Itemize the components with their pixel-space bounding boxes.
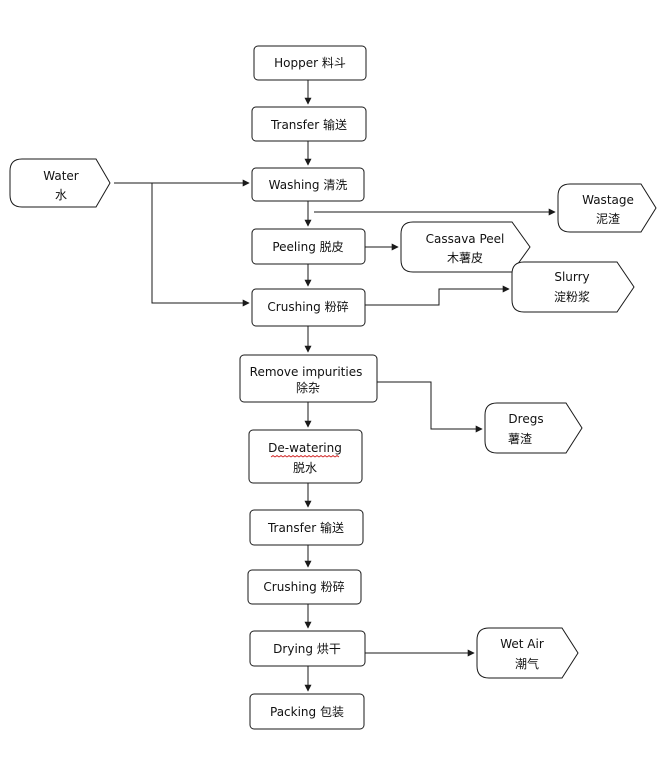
process-box-hopper: Hopper 料斗 [253, 45, 367, 81]
crushing-1-label: Crushing 粉碎 [267, 299, 348, 314]
wastage-label: Wastage [582, 193, 634, 207]
cassava-peel-label: Cassava Peel [426, 232, 505, 246]
dewatering-label: De-watering [268, 441, 342, 455]
transfer-2-label: Transfer 输送 [267, 520, 344, 535]
wet-air-label: Wet Air [500, 637, 544, 651]
arrow-remove-dregs [377, 381, 483, 433]
terminal-wet-air: Wet Air 潮气 [476, 627, 579, 679]
dewatering-label-cn: 脱水 [293, 460, 317, 475]
slurry-label: Slurry [554, 270, 589, 284]
water-label-cn: 水 [55, 188, 67, 202]
washing-label: Washing 清洗 [269, 178, 348, 192]
crushing-2-label: Crushing 粉碎 [263, 579, 344, 594]
process-box-crushing-2: Crushing 粉碎 [247, 569, 362, 605]
process-box-drying: Drying 烘干 [249, 630, 366, 667]
terminal-slurry: Slurry 淀粉浆 [511, 261, 635, 313]
process-box-crushing-1: Crushing 粉碎 [251, 288, 366, 327]
process-box-peeling: Peeling 脱皮 [251, 228, 366, 265]
remove-impurities-label-cn: 除杂 [296, 380, 320, 395]
process-box-dewatering: De-watering 脱水 [248, 429, 363, 484]
hopper-label: Hopper 料斗 [274, 56, 346, 70]
terminal-cassava-peel: Cassava Peel 木薯皮 [400, 221, 531, 273]
transfer-1-label: Transfer 输送 [270, 117, 347, 132]
dregs-label-cn: 薯渣 [508, 432, 532, 446]
process-box-transfer-1: Transfer 输送 [251, 106, 367, 142]
arrow-water-crushing [151, 183, 250, 307]
arrow-crushing-slurry [365, 285, 510, 306]
spellcheck-underline [270, 455, 340, 458]
cassava-peel-label-cn: 木薯皮 [447, 251, 483, 265]
process-box-remove-impurities: Remove impurities 除杂 [239, 354, 378, 403]
process-box-transfer-2: Transfer 输送 [249, 509, 364, 546]
wet-air-label-cn: 潮气 [515, 656, 539, 671]
wastage-label-cn: 泥渣 [596, 212, 620, 226]
process-box-packing: Packing 包装 [249, 693, 365, 730]
water-label: Water [43, 169, 79, 183]
terminal-wastage: Wastage 泥渣 [557, 183, 657, 233]
terminal-dregs: Dregs 薯渣 [484, 402, 583, 454]
drying-label: Drying 烘干 [273, 642, 341, 656]
peeling-label: Peeling 脱皮 [272, 239, 343, 254]
remove-impurities-label: Remove impurities [250, 365, 363, 379]
slurry-label-cn: 淀粉浆 [554, 289, 590, 304]
dregs-label: Dregs [508, 412, 543, 426]
packing-label: Packing 包装 [270, 705, 344, 719]
connectors [114, 80, 556, 692]
process-box-washing: Washing 清洗 [251, 167, 365, 202]
terminal-water: Water 水 [9, 158, 111, 208]
